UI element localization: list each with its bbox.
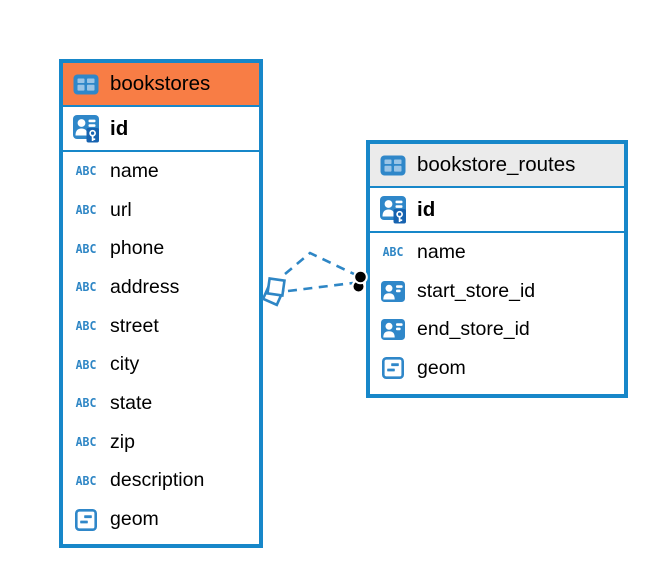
column-name: name <box>417 240 466 263</box>
column-name: geom <box>110 508 159 531</box>
text-type-icon: ABC <box>382 244 404 260</box>
table-icon <box>378 155 408 176</box>
text-type-icon: ABC <box>75 202 97 218</box>
column-name: start_store_id <box>417 279 536 302</box>
column-name: zip <box>110 430 135 453</box>
table-row[interactable]: ABC city <box>63 345 259 384</box>
foreign-key-icon <box>378 319 408 341</box>
column-name: description <box>110 469 205 492</box>
pk-row-bookstore-routes-id[interactable]: id <box>370 188 624 233</box>
text-type-icon: ABC <box>75 163 97 179</box>
table-bookstore-routes[interactable]: bookstore_routes id ABC name start_store_i… <box>366 140 628 398</box>
text-type-icon: ABC <box>75 318 97 334</box>
table-header-bookstores[interactable]: bookstores <box>63 63 259 107</box>
table-row[interactable]: end_store_id <box>370 310 624 349</box>
column-name: street <box>110 314 159 337</box>
column-name: end_store_id <box>417 318 530 341</box>
text-type-icon: ABC <box>75 396 97 411</box>
table-row[interactable]: ABC description <box>63 462 259 501</box>
table-icon <box>71 74 101 95</box>
text-type-icon: ABC <box>75 280 97 295</box>
relation-line-end-store[interactable] <box>287 281 354 293</box>
geometry-type-icon <box>71 508 101 531</box>
table-row[interactable]: ABC name <box>370 233 624 272</box>
column-name: state <box>110 391 153 414</box>
pk-name: id <box>417 197 436 221</box>
table-row[interactable]: ABC phone <box>63 229 259 268</box>
table-row[interactable]: ABC address <box>63 268 259 307</box>
table-row[interactable]: ABC name <box>63 152 259 191</box>
table-row[interactable]: ABC zip <box>63 423 259 462</box>
text-type-icon: ABC <box>75 434 97 450</box>
table-row[interactable]: geom <box>63 500 259 539</box>
relation-source-marker[interactable] <box>266 277 286 297</box>
table-row[interactable]: ABC url <box>63 191 259 230</box>
primary-key-icon <box>378 195 408 224</box>
column-name: phone <box>110 237 165 260</box>
relation-target-marker[interactable] <box>351 279 366 294</box>
column-name: address <box>110 275 180 298</box>
relation-line-start-store[interactable] <box>284 251 355 276</box>
column-name: name <box>110 159 159 182</box>
table-row[interactable]: ABC state <box>63 384 259 423</box>
text-type-icon: ABC <box>75 357 97 373</box>
relation-target-marker[interactable] <box>353 269 368 285</box>
table-title: bookstores <box>110 72 211 95</box>
relation-source-marker[interactable] <box>261 283 285 307</box>
text-type-icon: ABC <box>75 473 97 489</box>
table-title: bookstore_routes <box>417 153 576 176</box>
table-row[interactable]: ABC street <box>63 307 259 346</box>
table-header-bookstore-routes[interactable]: bookstore_routes <box>370 144 624 188</box>
table-row[interactable]: geom <box>370 349 624 388</box>
pk-row-bookstores-id[interactable]: id <box>63 107 259 152</box>
geometry-type-icon <box>378 357 408 380</box>
pk-name: id <box>110 116 129 140</box>
column-name: city <box>110 353 140 376</box>
column-name: geom <box>417 356 466 379</box>
foreign-key-icon <box>378 280 408 302</box>
table-row[interactable]: start_store_id <box>370 272 624 311</box>
text-type-icon: ABC <box>75 241 97 257</box>
column-name: url <box>110 198 132 221</box>
primary-key-icon <box>71 114 101 143</box>
